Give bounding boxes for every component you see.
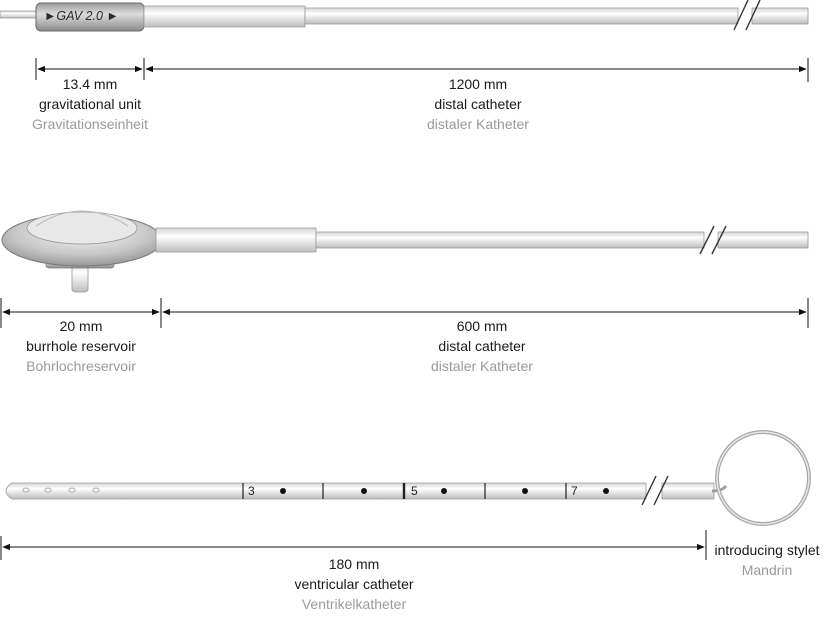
length-value: 20 mm <box>59 318 103 334</box>
distal-catheter-1200-label: 1200 mm distal catheter distaler Kathete… <box>378 74 578 134</box>
length-value: 13.4 mm <box>62 76 118 92</box>
name-german: Mandrin <box>741 562 793 578</box>
name-german: Gravitationseinheit <box>32 116 148 132</box>
name-english: burrhole reservoir <box>26 338 136 354</box>
name-english: gravitational unit <box>39 96 141 112</box>
burrhole-reservoir-assembly <box>1 210 809 293</box>
length-value: 1200 mm <box>448 76 508 92</box>
play-right-icon: ► <box>102 9 119 23</box>
reservoir-dimension-lines <box>0 298 809 328</box>
name-english: ventricular catheter <box>294 576 414 592</box>
burrhole-reservoir-label: 20 mm burrhole reservoir Bohrlochreservo… <box>0 316 162 376</box>
gav-valve-assembly <box>0 0 809 32</box>
name-german: Bohrlochreservoir <box>26 358 136 374</box>
gav-valve-label: ►GAV 2.0 ► <box>44 9 119 23</box>
name-english: distal catheter <box>434 96 522 112</box>
depth-mark-3: 3 <box>248 484 255 498</box>
name-english: introducing stylet <box>714 542 820 558</box>
name-german: distaler Katheter <box>431 358 533 374</box>
ventricular-dimension-lines <box>0 530 707 560</box>
length-value: 180 mm <box>328 556 380 572</box>
play-right-icon: ► <box>44 9 57 23</box>
name-german: distaler Katheter <box>427 116 529 132</box>
depth-mark-5: 5 <box>411 484 418 498</box>
name-english: distal catheter <box>438 338 526 354</box>
introducing-stylet-label: introducing stylet Mandrin <box>706 540 828 580</box>
gravitational-unit-label: 13.4 mm gravitational unit Gravitationse… <box>10 74 170 134</box>
stylet-ring <box>711 430 811 526</box>
depth-mark-7: 7 <box>571 484 578 498</box>
ventricular-catheter-label: 180 mm ventricular catheter Ventrikelkat… <box>254 554 454 614</box>
ventricular-catheter-assembly <box>5 475 715 506</box>
name-german: Ventrikelkatheter <box>301 596 407 612</box>
gav-dimension-lines <box>35 58 809 82</box>
length-value: 600 mm <box>456 318 508 334</box>
distal-catheter-600-label: 600 mm distal catheter distaler Katheter <box>382 316 582 376</box>
